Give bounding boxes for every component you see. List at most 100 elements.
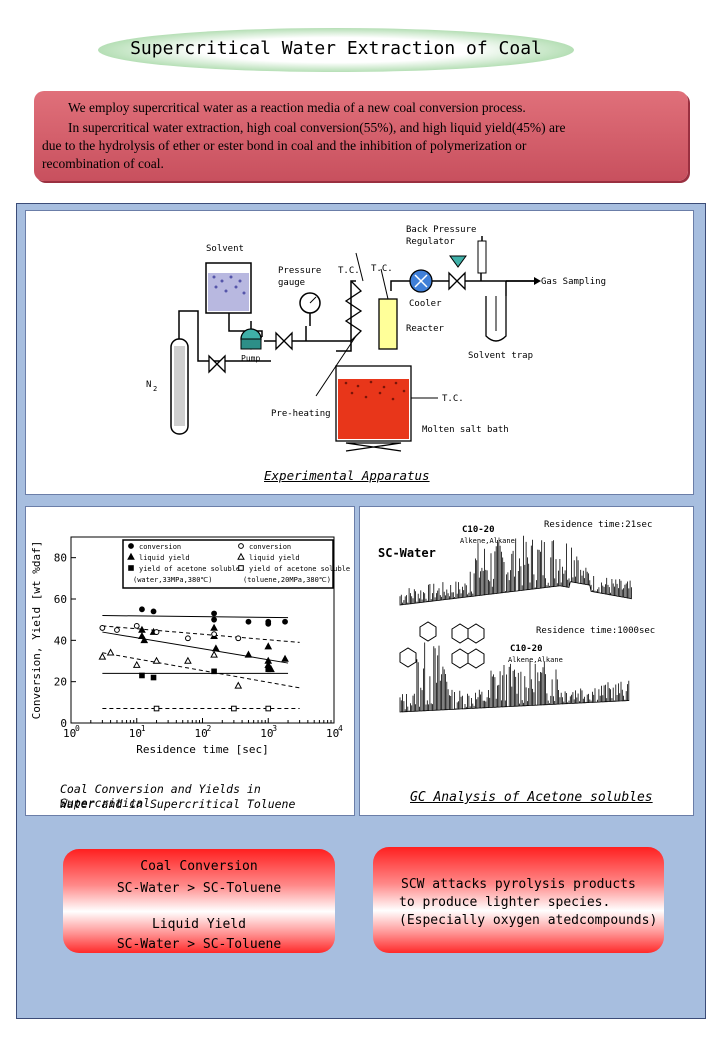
pump-label: Pump [241, 354, 260, 363]
box-right-line-2: to produce lighter species. [399, 895, 611, 910]
data-point [244, 650, 253, 658]
gas-sampling-label: Gas Sampling [541, 277, 606, 287]
x-tick-label: 10 [326, 727, 339, 740]
molten-salt-label: Molten salt bath [422, 425, 509, 435]
intro-line-3: due to the hydrolysis of ether or ester … [42, 138, 527, 153]
x-axis-label: Residence time [sec] [136, 743, 268, 756]
reacter-label: Reacter [406, 324, 445, 334]
cooler-label: Cooler [409, 299, 442, 309]
x-tick-exponent: 4 [338, 724, 343, 733]
n2-label: N [146, 380, 151, 390]
chart-caption-line-1: Coal Conversion and Yields in Supercriti… [60, 782, 261, 810]
data-point [211, 616, 217, 623]
fit-line [102, 615, 289, 619]
preheating-label: Pre-heating [271, 409, 331, 419]
gas-syringe-icon [477, 240, 487, 274]
pressure-gauge-label-1: Pressure [278, 266, 321, 276]
data-point [106, 648, 115, 656]
data-point [282, 618, 288, 625]
molecule-structures-icon [399, 621, 485, 669]
legend-label: yield of acetone soluble [249, 565, 350, 573]
tc-label-3: T.C. [442, 394, 464, 404]
legend-label: (toluene,20MPa,380℃) [243, 576, 331, 584]
data-point [265, 666, 272, 673]
y-tick-label: 40 [54, 634, 67, 647]
x-tick-exponent: 0 [75, 724, 80, 733]
x-tick-label: 10 [260, 727, 273, 740]
alkene-label-a: Alkene,Alkane [460, 537, 515, 545]
data-point [132, 660, 141, 668]
valve-icon [448, 271, 466, 291]
legend-label: conversion [139, 543, 181, 551]
data-point [235, 635, 242, 642]
tc-label-2: T.C. [371, 264, 393, 274]
data-point [152, 656, 161, 664]
fit-line [102, 625, 300, 643]
sc-water-label: SC-Water [378, 546, 436, 560]
data-point [139, 672, 145, 679]
data-point [211, 610, 217, 617]
gc-caption: GC Analysis of Acetone solubles [410, 790, 653, 805]
preheating-coil [344, 280, 363, 342]
intro-line-4: recombination of coal. [42, 156, 164, 171]
apparatus-diagram: N 2 Solvent Pump Pressure gauge T.C. Pre… [146, 225, 606, 452]
solvent-label: Solvent [206, 244, 244, 254]
y-tick-label: 20 [54, 676, 67, 689]
box-right-line-3: (Especially oxygen atedcompounds) [399, 913, 658, 928]
data-point [150, 608, 157, 615]
data-point [114, 627, 120, 633]
gc-trace-21sec [399, 535, 632, 606]
x-tick-label: 10 [63, 727, 76, 740]
legend-box [122, 539, 334, 589]
reactor-vessel [378, 298, 398, 350]
legend-marker [128, 565, 134, 571]
legend-marker [128, 543, 134, 549]
legend-label: liquid yield [139, 554, 190, 562]
data-point [231, 705, 237, 712]
apparatus-frame: N 2 Solvent Pump Pressure gauge T.C. Pre… [25, 210, 694, 495]
valve-icon [208, 354, 226, 374]
intro-line-2: In supercritical water extraction, high … [68, 120, 566, 135]
legend-marker [238, 543, 244, 549]
x-tick-exponent: 1 [141, 724, 146, 733]
data-point [212, 644, 220, 652]
residence-time-1-label: Residence time:21sec [544, 520, 652, 530]
data-point [138, 631, 146, 639]
back-pressure-regulator-icon [449, 255, 467, 268]
n2-subscript: 2 [153, 385, 157, 393]
y-tick-label: 80 [54, 552, 67, 565]
data-point [210, 650, 218, 658]
conversion-summary-box: Coal Conversion SC-Water > SC-Toluene Li… [63, 849, 335, 953]
title-banner [98, 28, 574, 72]
data-point [265, 705, 272, 712]
fit-line [102, 652, 300, 689]
data-point [264, 642, 273, 650]
solvent-trap-label: Solvent trap [468, 351, 533, 361]
data-point [245, 618, 252, 625]
legend-marker [237, 552, 245, 560]
intro-box: We employ supercritical water as a react… [34, 91, 688, 181]
data-point [265, 620, 272, 627]
data-point [153, 629, 160, 635]
data-point [99, 625, 106, 631]
data-point [234, 681, 243, 689]
data-point [211, 631, 217, 638]
intro-line-1: We employ supercritical water as a react… [68, 100, 526, 115]
legend-marker [238, 565, 244, 571]
back-pressure-label-1: Back Pressure [406, 225, 476, 235]
box-left-line-2: SC-Water > SC-Toluene [116, 881, 282, 896]
data-point [281, 654, 289, 662]
scw-summary-box: SCW attacks pyrolysis products to produc… [373, 847, 664, 953]
valve-icon [275, 331, 293, 351]
gc-chromatogram: Residence time:21sec C10-20 Alkene,Alkan… [378, 520, 655, 713]
alkene-label-b: Alkene,Alkane [508, 656, 563, 664]
box-left-line-1: Coal Conversion [140, 859, 258, 874]
data-point [211, 668, 217, 675]
data-point [153, 705, 160, 712]
legend-label: yield of acetone soluble [139, 565, 240, 573]
y-tick-label: 0 [60, 717, 67, 730]
legend-label: (water,33MPa,380℃) [133, 576, 213, 584]
apparatus-caption: Experimental Apparatus [264, 468, 430, 483]
data-point [210, 623, 218, 631]
